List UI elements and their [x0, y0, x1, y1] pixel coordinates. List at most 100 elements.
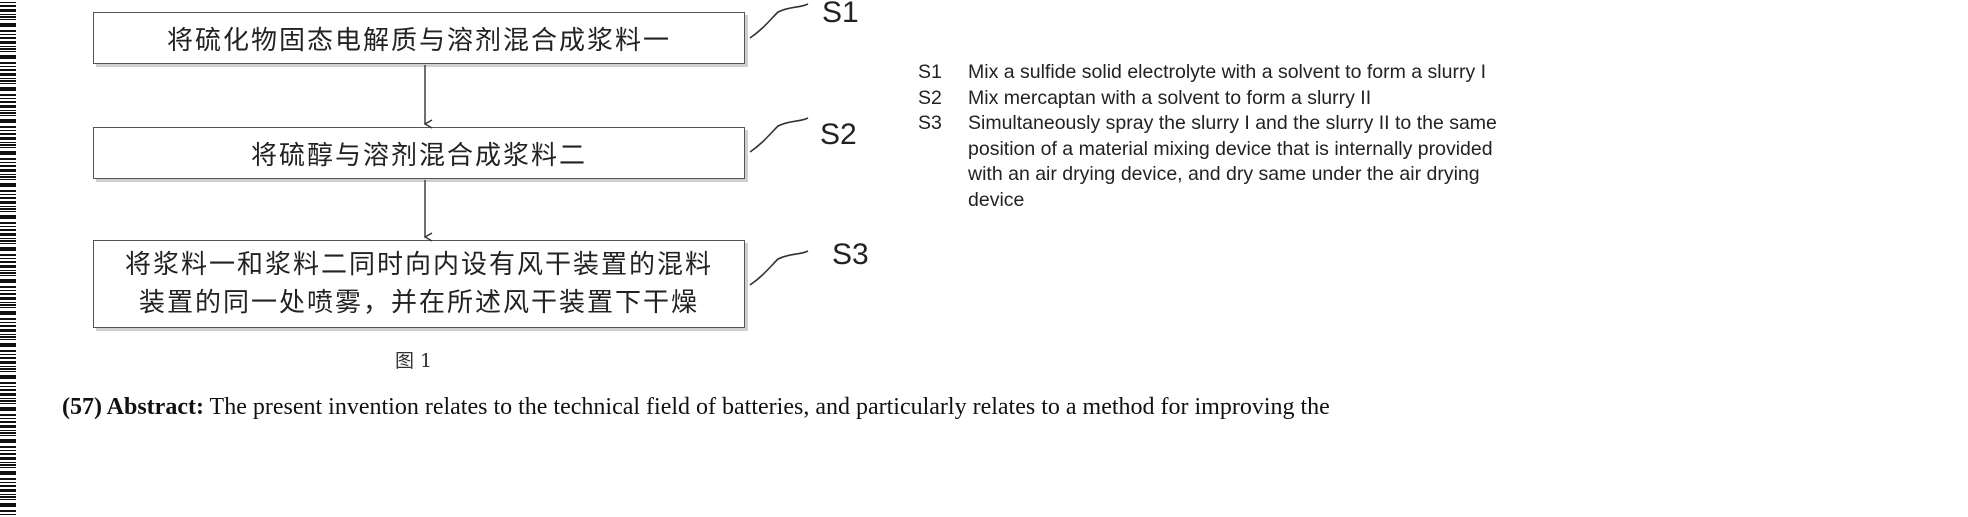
- barcode-bar: [0, 354, 16, 355]
- step-legend: S1 Mix a sulfide solid electrolyte with …: [918, 60, 1528, 213]
- barcode-bar: [0, 201, 16, 204]
- barcode-bar: [0, 197, 16, 199]
- legend-text: Mix mercaptan with a solvent to form a s…: [968, 86, 1528, 112]
- barcode-bar: [0, 78, 16, 79]
- barcode-bar: [0, 158, 16, 160]
- figure-caption: 图 1: [395, 346, 432, 373]
- barcode-bar: [0, 2, 16, 3]
- barcode-bar: [0, 503, 16, 507]
- barcode-bar: [0, 190, 16, 192]
- barcode-bar: [0, 16, 16, 18]
- barcode-strip: [0, 0, 16, 517]
- legend-item-s2: S2 Mix mercaptan with a solvent to form …: [918, 86, 1528, 112]
- barcode-bar: [0, 261, 16, 263]
- barcode-bar: [0, 69, 16, 71]
- barcode-bar: [0, 130, 16, 131]
- barcode-bar: [0, 183, 16, 187]
- barcode-bar: [0, 435, 16, 436]
- barcode-bar: [0, 430, 16, 431]
- barcode-bar: [0, 272, 16, 274]
- barcode-bar: [0, 393, 16, 396]
- barcode-bar: [0, 357, 16, 359]
- barcode-bar: [0, 226, 16, 227]
- step-label-s2: S2: [820, 118, 857, 152]
- barcode-bar: [0, 382, 16, 384]
- abstract-paragraph: (57) Abstract: The present invention rel…: [62, 394, 1968, 421]
- barcode-bar: [0, 297, 16, 300]
- step-label-s3: S3: [832, 238, 869, 272]
- barcode-bar: [0, 101, 16, 103]
- barcode-bar: [0, 14, 16, 15]
- barcode-bar: [0, 179, 16, 180]
- barcode-bar: [0, 366, 16, 367]
- barcode-bar: [0, 343, 16, 347]
- barcode-bar: [0, 453, 16, 455]
- barcode-bar: [0, 485, 16, 487]
- barcode-bar: [0, 407, 16, 411]
- barcode-bar: [0, 290, 16, 291]
- barcode-bar: [0, 462, 16, 463]
- step-text-s2: 将硫醇与溶剂混合成浆料二: [251, 135, 587, 172]
- barcode-bar: [0, 222, 16, 224]
- barcode-bar: [0, 457, 16, 460]
- barcode-bar: [0, 464, 16, 466]
- barcode-bar: [0, 414, 16, 416]
- barcode-bar: [0, 80, 16, 82]
- barcode-bar: [0, 275, 16, 276]
- barcode-bar: [0, 467, 16, 468]
- barcode-bar: [0, 30, 16, 32]
- barcode-bar: [0, 211, 16, 212]
- barcode-bar: [0, 302, 16, 303]
- barcode-bar: [0, 55, 16, 59]
- barcode-bar: [0, 9, 16, 12]
- step-text-s3-line-2: 装置的同一处喷雾，并在所述风干装置下干燥: [139, 284, 699, 322]
- barcode-bar: [0, 94, 16, 96]
- barcode-bar: [0, 194, 16, 195]
- abstract-label: (57) Abstract:: [62, 394, 204, 420]
- barcode-bar: [0, 66, 16, 67]
- legend-item-s1: S1 Mix a sulfide solid electrolyte with …: [918, 60, 1528, 86]
- barcode-bar: [0, 265, 16, 268]
- barcode-bar: [0, 361, 16, 364]
- legend-text: Simultaneously spray the slurry I and th…: [968, 111, 1528, 213]
- barcode-bar: [0, 471, 16, 475]
- barcode-bar: [0, 421, 16, 423]
- barcode-bar: [0, 206, 16, 207]
- barcode-bar: [0, 371, 16, 372]
- barcode-bar: [0, 98, 16, 99]
- barcode-bar: [0, 400, 16, 402]
- barcode-bar: [0, 494, 16, 495]
- barcode-bar: [0, 233, 16, 236]
- barcode-bar: [0, 115, 16, 116]
- barcode-bar: [0, 34, 16, 35]
- barcode-bar: [0, 446, 16, 448]
- barcode-bar: [0, 133, 16, 135]
- barcode-bar: [0, 215, 16, 219]
- leader-line-s1: [750, 4, 808, 38]
- barcode-bar: [0, 46, 16, 47]
- barcode-bar: [0, 23, 16, 27]
- barcode-bar: [0, 169, 16, 172]
- barcode-bar: [0, 144, 16, 146]
- barcode-bar: [0, 496, 16, 498]
- barcode-bar: [0, 478, 16, 480]
- barcode-bar: [0, 270, 16, 271]
- barcode-bar: [0, 398, 16, 399]
- barcode-bar: [0, 499, 16, 500]
- barcode-bar: [0, 240, 16, 242]
- barcode-bar: [0, 482, 16, 483]
- barcode-bar: [0, 350, 16, 352]
- barcode-bar: [0, 83, 16, 84]
- leader-line-s2: [750, 118, 808, 152]
- step-box-s3: 将浆料一和浆料二同时向内设有风干装置的混料 装置的同一处喷雾，并在所述风干装置下…: [93, 240, 745, 328]
- barcode-bar: [0, 279, 16, 283]
- barcode-bar: [0, 5, 16, 7]
- barcode-bar: [0, 247, 16, 251]
- barcode-bar: [0, 304, 16, 306]
- legend-code: S3: [918, 111, 968, 213]
- barcode-bar: [0, 339, 16, 340]
- step-box-s1: 将硫化物固态电解质与溶剂混合成浆料一: [93, 12, 745, 64]
- barcode-bar: [0, 318, 16, 320]
- barcode-bar: [0, 137, 16, 140]
- barcode-bar: [0, 286, 16, 288]
